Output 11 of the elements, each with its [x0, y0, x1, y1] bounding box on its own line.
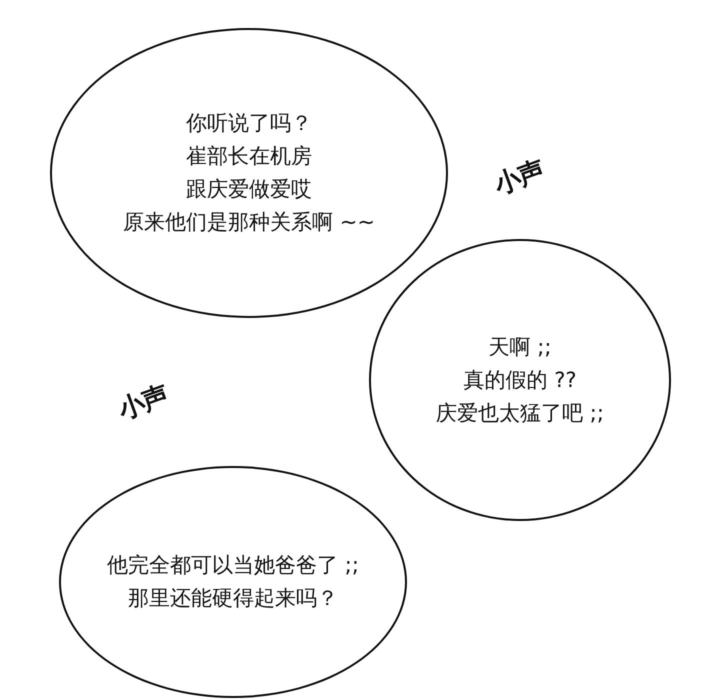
speech-text: 你听说了吗？ — [186, 110, 312, 137]
sound-effect-text: 小声 — [114, 379, 172, 428]
speech-text: 那里还能硬得起来吗？ — [128, 585, 338, 612]
speech-text: 天啊 ;; — [488, 334, 552, 360]
speech-text: 跟庆爱做爱哎 — [186, 176, 312, 203]
speech-text: 崔部长在机房 — [186, 143, 312, 170]
speech-text: 他完全都可以当她爸爸了 ;; — [107, 552, 359, 579]
speech-text: 真的假的 ?? — [464, 366, 576, 394]
speech-text: 原来他们是那种关系啊 ~~ — [123, 209, 375, 236]
sound-effect-text: 小声 — [490, 154, 548, 202]
speech-text: 庆爱也太猛了吧 ;; — [436, 400, 604, 426]
